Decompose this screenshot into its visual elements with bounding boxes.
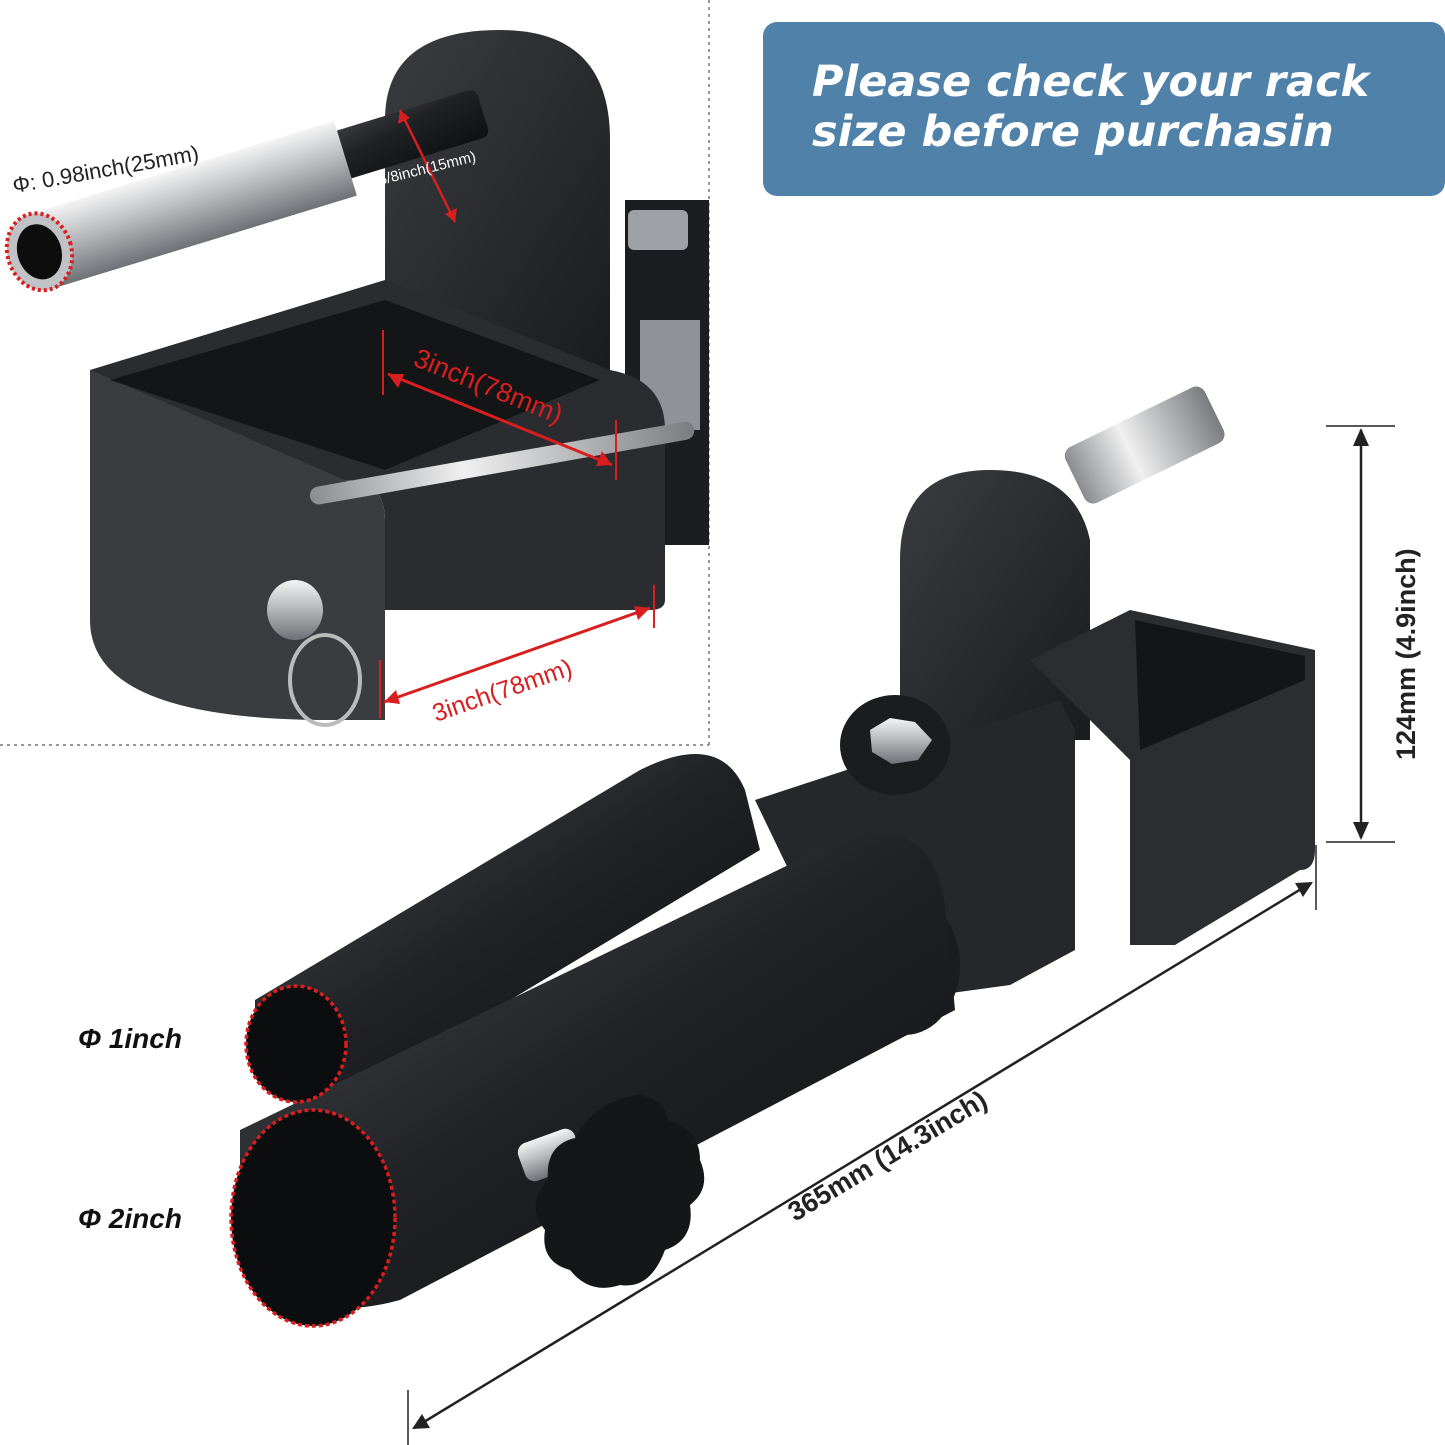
main-small-sleeve-end: [244, 984, 348, 1104]
inset-marker-arrow-top: [398, 110, 410, 124]
inset-width-arrow-right: [634, 606, 650, 620]
banner-background: [763, 22, 1445, 196]
main-small-sleeve: [255, 754, 760, 1096]
main-large-sleeve-end: [229, 1108, 397, 1328]
rack-size-banner: Please check your rack size before purch…: [763, 22, 1445, 196]
inset-pin-head: [267, 580, 323, 640]
inset-bracket-inner: [110, 300, 600, 470]
inset-clamp-bolt: [628, 210, 688, 250]
banner-line-1: Please check your rack: [812, 57, 1372, 107]
length-dimension-line: [413, 881, 1312, 1430]
main-top-bolt: [870, 718, 932, 764]
main-u-box-inner: [1135, 620, 1305, 750]
length-arrow-left: [412, 1414, 430, 1429]
length-arrow-right: [1295, 882, 1313, 897]
length-label-backdrop: [781, 975, 1059, 1165]
main-back-plate: [900, 470, 1090, 740]
banner-line-2: size before purchasin: [812, 107, 1334, 157]
inset-pin-thick-section: [28, 120, 357, 290]
inset-pin-ring: [288, 633, 362, 727]
height-arrow-bottom: [1353, 822, 1369, 840]
inset-width-label: 3inch(78mm): [429, 654, 576, 728]
height-arrow-top: [1353, 428, 1369, 446]
large-sleeve-label: Φ 2inch: [78, 1203, 182, 1234]
inset-inner-diameter-marker: [398, 109, 457, 223]
inset-bracket-closeup: Φ: 0.98inch(25mm) Φ: 5/8inch(15mm) 3inch…: [0, 0, 710, 746]
inset-lock-pin: [309, 421, 695, 505]
inset-pin-hole: [16, 224, 63, 280]
main-large-sleeve: [240, 832, 955, 1309]
inset-width-dimension-line: [383, 606, 651, 704]
height-label: 124mm (4.9inch): [1391, 548, 1421, 760]
inset-width-arrow-left: [384, 690, 400, 704]
inset-marker-arrow-bottom: [445, 208, 457, 222]
small-sleeve-label: Φ 1inch: [78, 1023, 182, 1054]
main-upright-pin: [1064, 386, 1225, 504]
inset-depth-dimension-line: [387, 372, 613, 467]
inset-storage-pin: [4, 90, 489, 293]
main-knob: [535, 1095, 705, 1288]
inset-depth-arrow-left: [388, 374, 404, 388]
inset-depth-arrow-right: [596, 451, 612, 466]
